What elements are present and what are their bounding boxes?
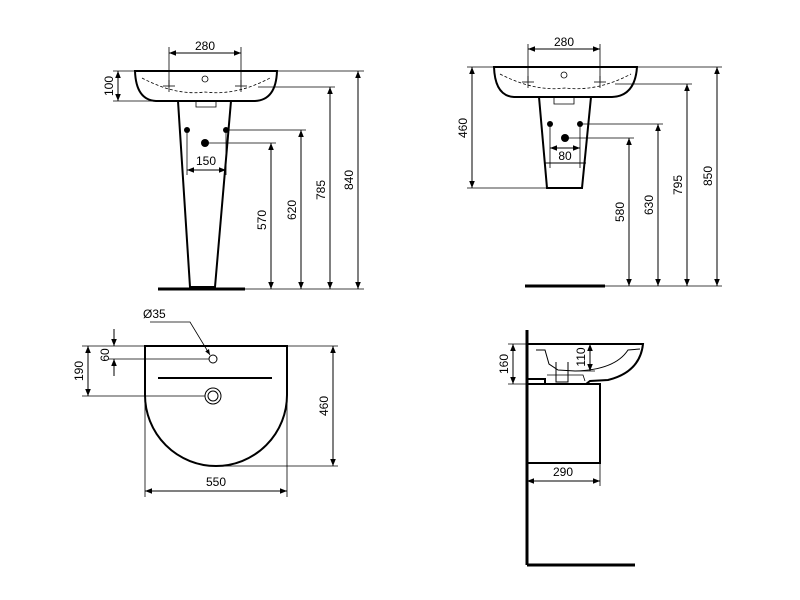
- waste-icon: [204, 387, 222, 405]
- dim-supply-height: 630: [642, 195, 656, 215]
- dim-height: 160: [497, 354, 511, 374]
- dim-overflow-height: 785: [314, 180, 328, 200]
- tap-hole-icon: [522, 71, 606, 88]
- dim-waste-height: 570: [255, 210, 269, 230]
- dim-basin-height: 100: [102, 76, 116, 96]
- dim-bowl-offset: 190: [72, 361, 86, 381]
- dim-rim-height: 840: [342, 170, 356, 190]
- plan-view: Ø35 60 190 460 550: [72, 307, 338, 497]
- tap-hole-icon: [208, 354, 218, 364]
- basin-outline: [133, 70, 279, 102]
- dim-hole-offset: 60: [98, 348, 112, 362]
- dim-rim-height: 850: [701, 166, 715, 186]
- dim-waste-height: 580: [613, 202, 627, 222]
- dim-width: 550: [206, 475, 226, 489]
- side-section-view: 160 110 290: [497, 330, 645, 567]
- dim-waste-spacing: 150: [196, 154, 216, 168]
- semi-pedestal-section: [527, 383, 601, 464]
- semi-pedestal-column: [538, 96, 592, 189]
- dim-projection: 290: [553, 465, 573, 479]
- dim-overall-height: 460: [456, 118, 470, 138]
- tap-hole-icon: [163, 75, 247, 92]
- pedestal-column: [177, 100, 232, 288]
- dim-waste-spacing: 80: [558, 149, 572, 163]
- dim-tap-spacing: 280: [195, 39, 215, 53]
- dim-supply-height: 620: [285, 200, 299, 220]
- semi-pedestal-front-view: 280 460 80 580 630 795 850: [456, 35, 722, 288]
- pedestal-front-view: 280 100 150 570 620 785 840: [102, 39, 364, 291]
- dim-depth: 460: [317, 396, 331, 416]
- basin-outline: [492, 66, 639, 98]
- dim-tap-spacing: 280: [554, 35, 574, 49]
- dim-inner: 110: [574, 347, 588, 366]
- dim-overflow-height: 795: [671, 175, 685, 195]
- basin-plan-outline: [144, 345, 288, 467]
- dim-tap-hole: Ø35: [143, 307, 166, 321]
